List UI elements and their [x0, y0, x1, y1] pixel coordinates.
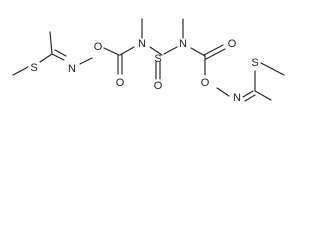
- bond-n-c-right: [190, 47, 206, 57]
- atom-n-right-imine: N: [233, 92, 241, 104]
- bond-c-n-left-a: [51, 53, 65, 61]
- bond-c-n-center-left: [119, 46, 135, 56]
- bond-s-methyl-right: [260, 62, 285, 76]
- bond-n-o-left: [79, 57, 93, 65]
- atom-o-left-ester: O: [94, 41, 103, 53]
- bond-n-c-imine-right-b: [244, 94, 256, 102]
- bond-c-methyl-right: [254, 90, 272, 101]
- bond-s-n-center-right: [163, 46, 178, 55]
- molecule-canvas: S N O O N S O N O O N S: [0, 0, 317, 112]
- bond-n-c-imine-right-a: [242, 90, 254, 98]
- atom-o-sulfinyl: O: [154, 80, 163, 92]
- atom-s-center: S: [154, 53, 161, 65]
- bond-co-right-b: [205, 48, 226, 60]
- bond-c-methyl-left: [49, 31, 53, 55]
- atom-n-center-left: N: [138, 38, 146, 50]
- atom-n-left-imine: N: [68, 63, 76, 75]
- bond-co-right-a: [203, 44, 224, 56]
- atom-o-right-ester: O: [201, 77, 210, 89]
- structure-diagram: S N O O N S O N O O N S: [12, 18, 285, 104]
- bond-s-c-left: [39, 53, 53, 63]
- bond-methyl-s-left: [12, 66, 29, 76]
- atom-s-left: S: [30, 62, 37, 74]
- atom-o-right-carbonyl: O: [228, 38, 237, 50]
- atom-s-right: S: [251, 57, 258, 69]
- bond-n-s-center: [149, 46, 163, 56]
- bond-o-c-left: [103, 47, 120, 56]
- atom-n-center-right: N: [179, 38, 187, 50]
- bond-c-n-left-b: [54, 49, 67, 57]
- bond-o-n-right: [216, 87, 230, 97]
- atom-o-left-carbonyl: O: [116, 77, 125, 89]
